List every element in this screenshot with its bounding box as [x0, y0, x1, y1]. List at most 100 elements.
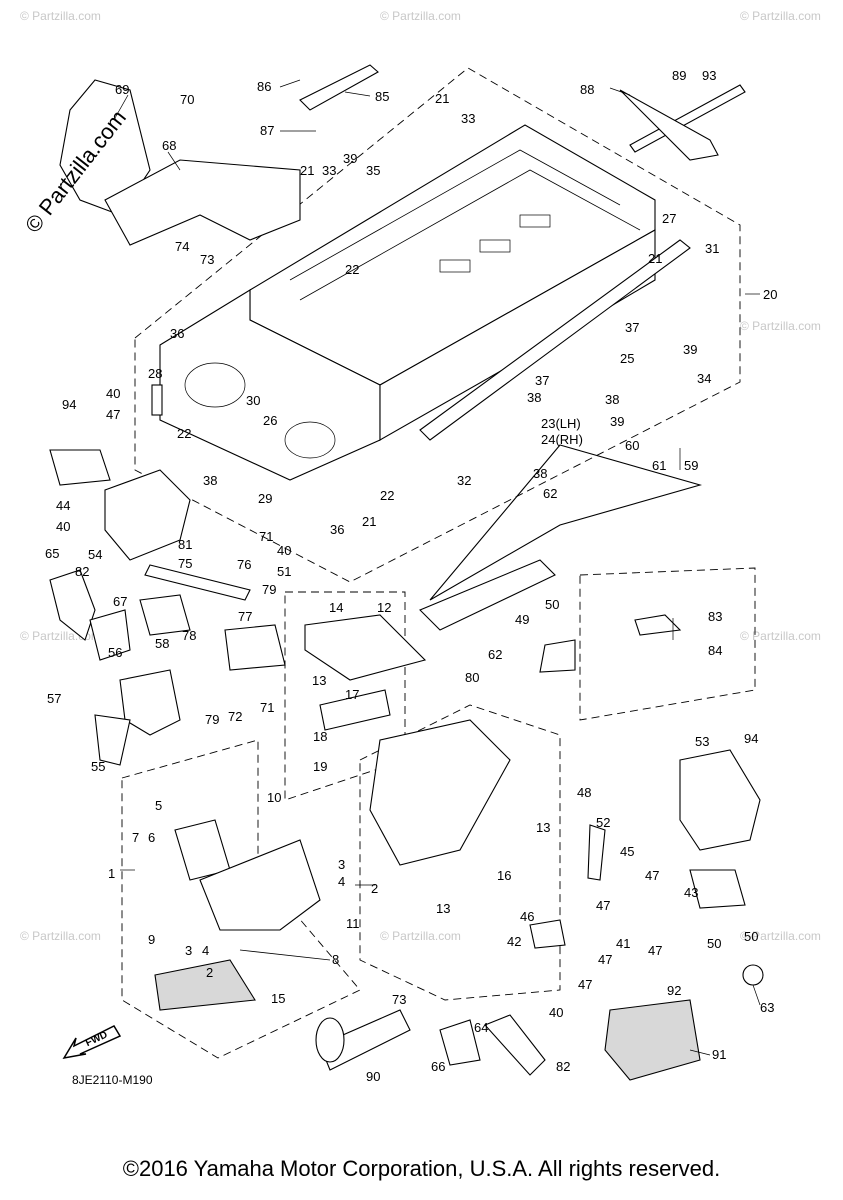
callout-62: 62: [488, 647, 502, 662]
bearing-hole: [184, 362, 246, 408]
callout-88: 88: [580, 82, 594, 97]
callout-21: 21: [648, 251, 662, 266]
bottom-parts: [315, 824, 606, 1076]
callout-43: 43: [684, 885, 698, 900]
callout-54: 54: [88, 547, 102, 562]
callout-57: 57: [47, 691, 61, 706]
frame-assembly-boundary: [134, 67, 741, 583]
leader-lines: [114, 79, 761, 1056]
callout-11: 11: [346, 916, 360, 931]
callout-8: 8: [332, 952, 339, 967]
callout-40: 40: [277, 543, 291, 558]
watermark-text: © Partzilla.com: [740, 319, 821, 333]
lower-bracket-boundary: [359, 704, 561, 1001]
callout-12: 12: [377, 600, 391, 615]
upper-front-frame: [104, 159, 301, 246]
callout-73: 73: [392, 992, 406, 1007]
rear-bumper: [619, 84, 746, 161]
callout-20: 20: [763, 287, 777, 302]
bracket-50: [539, 639, 576, 673]
callout-14: 14: [329, 600, 343, 615]
callout-50: 50: [707, 936, 721, 951]
callout-52: 52: [596, 815, 610, 830]
callout-28: 28: [148, 366, 162, 381]
callout-47: 47: [596, 898, 610, 913]
right-side-parts: [429, 444, 764, 1081]
callout-92: 92: [667, 983, 681, 998]
tunnel-rib: [299, 169, 641, 301]
callout-94: 94: [744, 731, 758, 746]
callout-47: 47: [648, 943, 662, 958]
callout-13: 13: [436, 901, 450, 916]
front-upper-frame: [59, 79, 301, 246]
callout-13: 13: [536, 820, 550, 835]
callout-29: 29: [258, 491, 272, 506]
watermark-text: © Partzilla.com: [380, 9, 461, 23]
callout-37: 37: [535, 373, 549, 388]
callout-46: 46: [520, 909, 534, 924]
left-brackets: [49, 449, 286, 766]
forward-arrow-icon: FWD: [62, 1025, 122, 1060]
leader-line: [689, 1049, 711, 1056]
callout-18: 18: [313, 729, 327, 744]
callout-82: 82: [556, 1059, 570, 1074]
tunnel-rear-panel: [429, 444, 703, 601]
side-rail: [151, 384, 163, 416]
callout-90: 90: [366, 1069, 380, 1084]
pivot-bracket: [224, 624, 286, 671]
watermark-text: © Partzilla.com: [20, 929, 101, 943]
frame-slot: [479, 239, 511, 253]
callout-75: 75: [178, 556, 192, 571]
front-subframe: [154, 819, 331, 1011]
engine-mount: [104, 469, 191, 561]
copyright-notice: ©2016 Yamaha Motor Corporation, U.S.A. A…: [122, 1156, 721, 1181]
front-bulkhead: [369, 719, 511, 866]
callout-21: 21: [300, 163, 314, 178]
callout-31: 31: [705, 241, 719, 256]
callout-5: 5: [155, 798, 162, 813]
callout-79: 79: [262, 582, 276, 597]
leader-line: [167, 151, 181, 171]
callout-1: 1: [108, 866, 115, 881]
callout-39: 39: [343, 151, 357, 166]
mount-bracket: [119, 669, 181, 736]
frame-slot: [519, 214, 551, 228]
watermark-text: © Partzilla.com: [380, 929, 461, 943]
top-link-bracket: [299, 64, 379, 111]
watermark-text: © Partzilla.com: [740, 629, 821, 643]
stay-bracket: [139, 594, 191, 636]
stay-52: [587, 824, 606, 881]
watermark-text: © Partzilla.com: [740, 9, 821, 23]
frame-slot: [439, 259, 471, 273]
callout-9: 9: [148, 932, 155, 947]
callout-39: 39: [610, 414, 624, 429]
battery-tray: [304, 614, 427, 681]
callout-7: 7: [132, 830, 139, 845]
callout-15: 15: [271, 991, 285, 1006]
callout-63: 63: [760, 1000, 774, 1015]
watermark-text: © Partzilla.com: [20, 629, 101, 643]
callout-21: 21: [435, 91, 449, 106]
rear-rail: [419, 239, 691, 441]
callout-38: 38: [203, 473, 217, 488]
callout-36: 36: [170, 326, 184, 341]
callout-94: 94: [62, 397, 76, 412]
callout-labels: 69 70 68 74 73 86 85 87 21 33 21 33 39 3…: [45, 68, 777, 1084]
callout-72: 72: [228, 709, 242, 724]
watermark-text: © Partzilla.com: [20, 9, 101, 23]
callout-47: 47: [645, 868, 659, 883]
callout-86: 86: [257, 79, 271, 94]
callout-93: 93: [702, 68, 716, 83]
callout-60: 60: [625, 438, 639, 453]
callout-47: 47: [578, 977, 592, 992]
heat-shield: [604, 999, 701, 1081]
callout-74: 74: [175, 239, 189, 254]
callout-61: 61: [652, 458, 666, 473]
callout-55: 55: [91, 759, 105, 774]
callout-2: 2: [206, 965, 213, 980]
duct-opening: [315, 1017, 345, 1063]
tunnel-rib: [289, 149, 621, 281]
brace: [144, 564, 251, 601]
callout-69: 69: [115, 82, 129, 97]
